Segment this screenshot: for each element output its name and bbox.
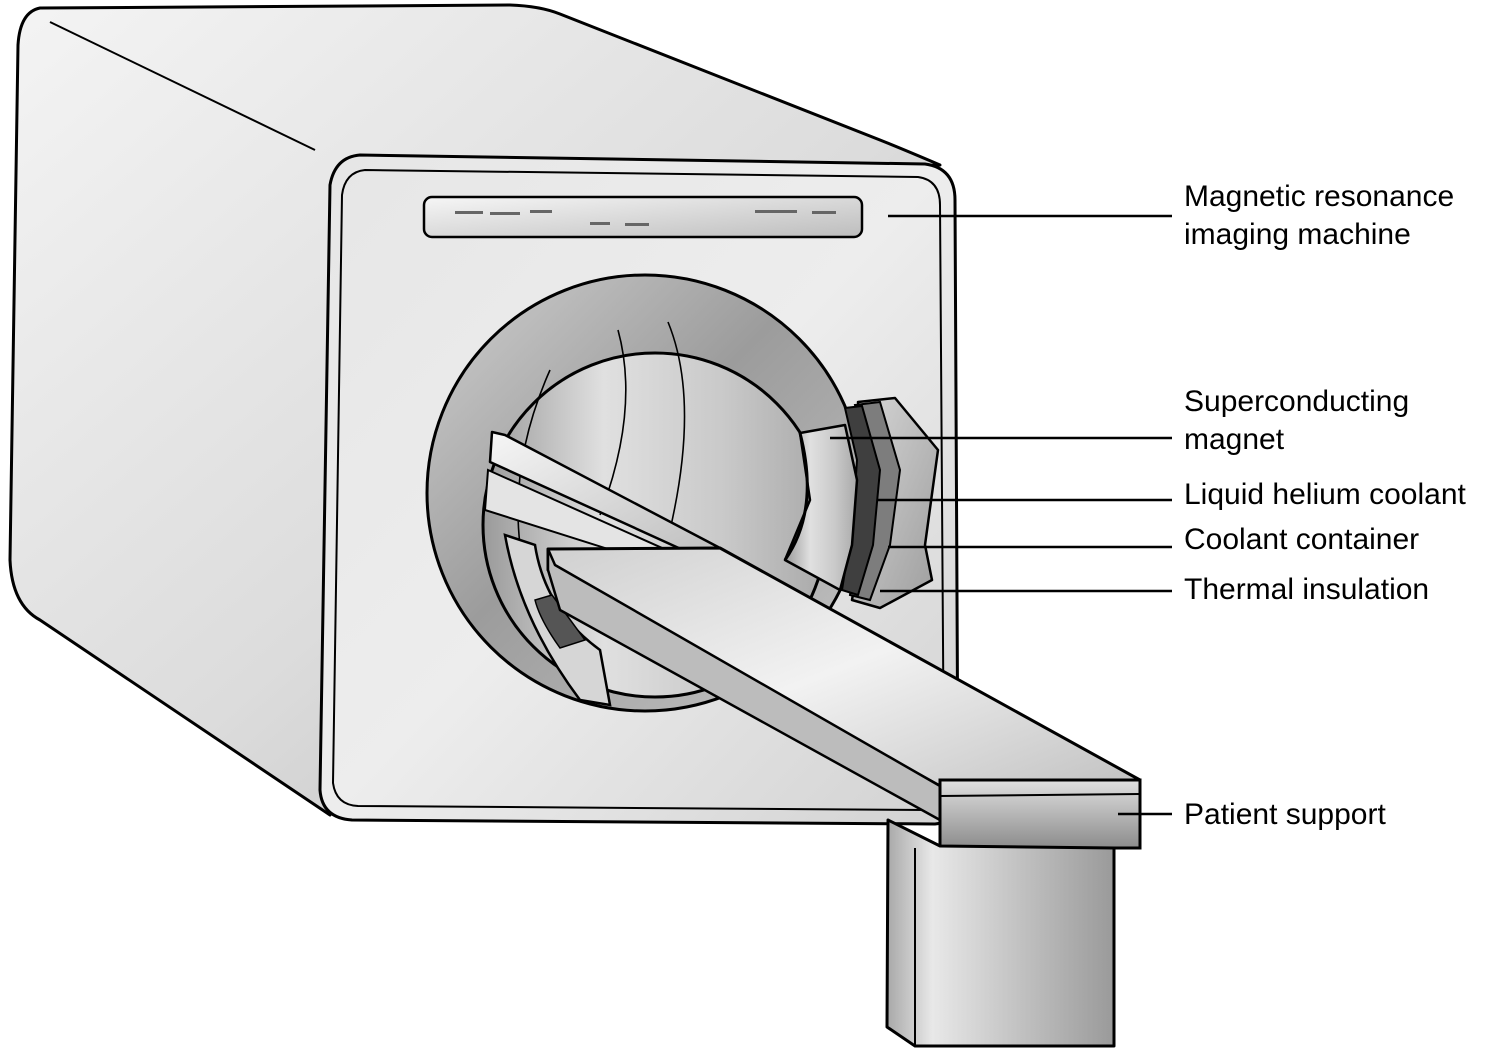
label-mri-machine: Magnetic resonance imaging machine xyxy=(1184,178,1454,254)
patient-table-pedestal xyxy=(885,818,1116,1048)
patient-table-end xyxy=(938,778,1142,850)
leader-lines xyxy=(830,214,1172,816)
label-patient-support: Patient support xyxy=(1184,798,1386,831)
label-thermal-insulation: Thermal insulation xyxy=(1184,573,1430,606)
label-mri-machine-line2: imaging machine xyxy=(1184,218,1411,251)
label-superconducting-magnet-line2: magnet xyxy=(1184,423,1285,456)
label-superconducting-magnet: Superconducting magnet xyxy=(1184,383,1409,459)
display-strip xyxy=(422,195,864,239)
display-strip-marks xyxy=(455,210,836,226)
label-coolant-container: Coolant container xyxy=(1184,523,1420,556)
label-liquid-helium-coolant: Liquid helium coolant xyxy=(1184,478,1466,511)
bore-cradle-shadow xyxy=(534,594,587,649)
housing-top-edge xyxy=(49,21,316,151)
label-mri-machine-line1: Magnetic resonance xyxy=(1184,180,1455,213)
patient-table-end-edge xyxy=(939,793,1141,797)
magnet-inner-edge xyxy=(783,432,809,561)
label-superconducting-magnet-line1: Superconducting xyxy=(1184,385,1410,418)
